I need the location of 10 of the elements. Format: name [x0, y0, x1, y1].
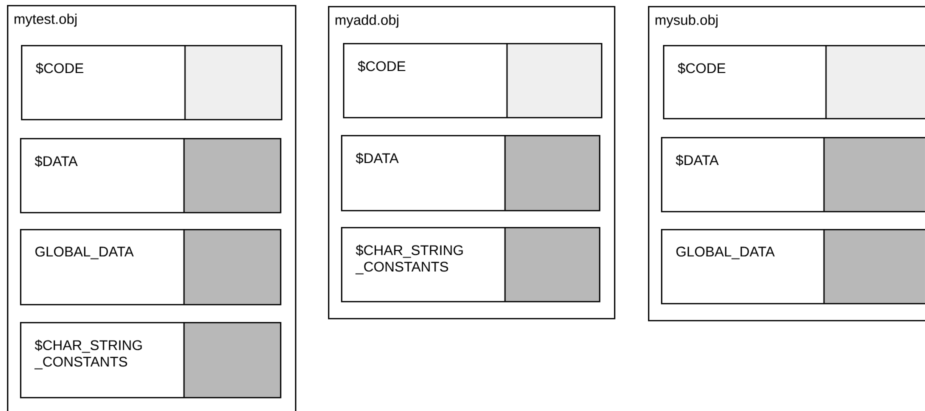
section-box: $DATA [661, 137, 925, 212]
section-box: GLOBAL_DATA [20, 228, 282, 306]
section-box: GLOBAL_DATA [661, 228, 925, 304]
section-box: $CODE [663, 45, 925, 120]
section-box: $DATA [20, 138, 282, 214]
section-box: $CHAR_STRING _CONSTANTS [20, 322, 282, 398]
section-box: $CHAR_STRING _CONSTANTS [341, 226, 600, 302]
section-box: $DATA [341, 135, 600, 212]
section-box: $CODE [21, 45, 282, 120]
section-box: $CODE [343, 43, 602, 118]
